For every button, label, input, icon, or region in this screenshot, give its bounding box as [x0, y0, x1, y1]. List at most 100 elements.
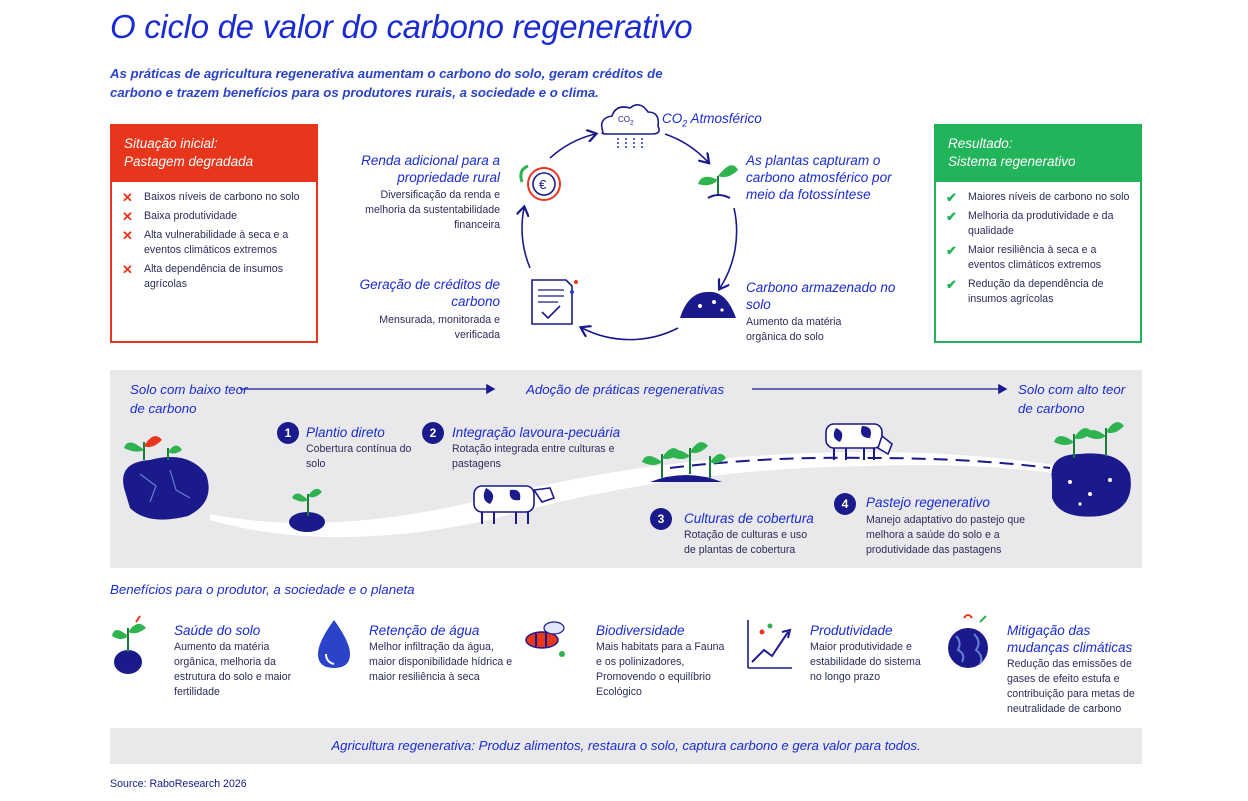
- step-number: 2: [422, 422, 444, 444]
- step-text: Rotação integrada entre culturas e pasta…: [452, 443, 615, 470]
- initial-item: ✕ Baixos níveis de carbono no solo: [122, 190, 306, 205]
- cycle-arrow: [549, 134, 595, 159]
- income-title: Renda adicional para a propriedade rural: [361, 153, 500, 185]
- cross-icon: ✕: [122, 262, 133, 277]
- soil-icon: [680, 291, 736, 318]
- cycle-arrow: [720, 207, 738, 288]
- benefit-title: Saúde do solo: [174, 623, 261, 638]
- step-text: Rotação de culturas e uso de plantas de …: [684, 529, 808, 556]
- co2-atmospheric-label: CO2 Atmosférico: [662, 110, 762, 133]
- result-item-text: Melhoria da produtividade e da qualidade: [968, 210, 1114, 237]
- result-item: ✔ Melhoria da produtividade e da qualidad…: [946, 209, 1130, 239]
- degraded-soil-icon: [123, 436, 209, 520]
- check-icon: ✔: [946, 190, 957, 205]
- source-note: Source: RaboResearch 2026: [110, 778, 247, 790]
- crops-icon: [642, 442, 726, 482]
- document-icon: [531, 279, 578, 325]
- cross-icon: ✕: [122, 190, 133, 205]
- result-item-text: Maior resiliência à seca e a eventos cli…: [968, 244, 1102, 271]
- initial-item-text: Alta dependência de insumos agrícolas: [144, 263, 283, 290]
- co2-suffix: Atmosférico: [687, 111, 762, 126]
- benefit-text: Melhor infiltração da água, maior dispon…: [369, 641, 513, 683]
- benefit-text: Redução das emissões de gases de efeito …: [1007, 658, 1135, 715]
- stored-text: Aumento da matéria orgânica do solo: [746, 316, 842, 343]
- co2-sub: 2: [682, 118, 688, 129]
- path-road: [210, 452, 1060, 537]
- cloud-icon: [600, 104, 660, 150]
- step-number: 3: [650, 508, 672, 530]
- benefits-title: Benefícios para o produtor, a sociedade …: [110, 582, 415, 597]
- capture-label: As plantas capturam o carbono atmosféric…: [746, 153, 892, 202]
- result-head-line2: Sistema regenerativo: [948, 154, 1076, 169]
- stored-title: Carbono armazenado no solo: [746, 280, 896, 312]
- path-line: [669, 456, 1051, 469]
- initial-head-line1: Situação inicial:: [124, 136, 218, 151]
- cloud-co2-label: CO2: [618, 115, 634, 127]
- result-item-text: Maiores níveis de carbono no solo: [968, 191, 1130, 203]
- result-item-text: Redução da dependência de insumos agríco…: [968, 278, 1104, 305]
- check-icon: ✔: [946, 209, 957, 224]
- cycle-arrow: [522, 208, 531, 269]
- step-title: Integração lavoura-pecuária: [452, 425, 621, 440]
- initial-item-text: Baixos níveis de carbono no solo: [144, 191, 300, 203]
- seedling-icon: [698, 165, 738, 199]
- result-head-line1: Resultado:: [948, 136, 1013, 151]
- coin-icon: €: [519, 164, 561, 201]
- globe-icon: [948, 614, 988, 668]
- carbon-cycle-diagram: €: [500, 104, 738, 341]
- result-item: ✔ Maiores níveis de carbono no solo: [946, 190, 1130, 205]
- cycle-arrow: [582, 328, 679, 341]
- healthy-soil-icon: [1051, 422, 1131, 517]
- sprout-icon: [289, 488, 325, 532]
- benefit-text: Maior produtividade e estabilidade do si…: [810, 641, 921, 683]
- benefit-icons: [112, 614, 988, 674]
- benefit-text: Mais habitats para a Fauna e os poliniza…: [596, 641, 725, 698]
- benefit-title: Biodiversidade: [596, 623, 685, 638]
- band-graphics: [123, 383, 1131, 537]
- benefit-text: Aumento da matéria orgânica, melhoria da…: [174, 641, 292, 698]
- initial-item-text: Alta vulnerabilidade à seca e a eventos …: [144, 229, 289, 256]
- initial-situation-box: Situação inicial: Pastagem degradada ✕ Ba…: [110, 124, 318, 343]
- cow-icon: [473, 485, 556, 524]
- benefit-title: Mitigação das mudanças climáticas: [1007, 623, 1133, 655]
- step-title: Plantio direto: [306, 425, 385, 440]
- svg-text:€: €: [539, 177, 547, 192]
- initial-item-text: Baixa produtividade: [144, 210, 238, 222]
- result-item: ✔ Maior resiliência à seca e a eventos cl…: [946, 243, 1130, 273]
- step-number: 1: [277, 422, 299, 444]
- cross-icon: ✕: [122, 209, 133, 224]
- step-text: Manejo adaptativo do pastejo que melhora…: [866, 514, 1026, 556]
- cloud-co2-sub: 2: [630, 119, 634, 127]
- benefit-title: Produtividade: [810, 623, 893, 638]
- initial-head-line2: Pastagem degradada: [124, 154, 254, 169]
- credits-title: Geração de créditos de carbono: [359, 277, 500, 309]
- cloud-co2-text: CO: [618, 115, 630, 124]
- cycle-arrow: [664, 133, 708, 162]
- credits-text: Mensurada, monitorada e verificada: [379, 314, 500, 341]
- result-box: Resultado: Sistema regenerativo ✔ Maiores…: [934, 124, 1142, 343]
- practices-band: [110, 370, 1142, 568]
- step-title: Culturas de cobertura: [684, 511, 814, 526]
- page-subtitle: As práticas de agricultura regenerativa …: [110, 66, 663, 100]
- benefit-title: Retenção de água: [369, 623, 480, 638]
- page-title: O ciclo de valor do carbono regenerativo: [110, 8, 693, 45]
- band-center-label: Adoção de práticas regenerativas: [526, 382, 725, 397]
- band-right-label: Solo com alto teor de carbono: [1018, 382, 1126, 416]
- check-icon: ✔: [946, 243, 957, 258]
- initial-item: ✕ Baixa produtividade: [122, 209, 306, 224]
- step-number: 4: [834, 493, 856, 515]
- initial-item: ✕ Alta dependência de insumos agrícolas: [122, 262, 306, 292]
- income-text: Diversificação da renda e melhoria da su…: [365, 189, 500, 231]
- grazing-cow-icon: [825, 423, 893, 460]
- footer-banner: Agricultura regenerativa: Produz aliment…: [110, 728, 1142, 764]
- result-item: ✔Redução da dependência de insumos agríc…: [946, 277, 1130, 307]
- initial-item: ✕Alta vulnerabilidade à seca e a eventos…: [122, 228, 306, 258]
- initial-situation-header: Situação inicial: Pastagem degradada: [112, 126, 316, 182]
- step-text: Cobertura contínua do solo: [306, 443, 412, 470]
- band-left-label: Solo com baixo teor de carbono: [130, 382, 248, 416]
- result-header: Resultado: Sistema regenerativo: [936, 126, 1140, 182]
- growth-chart-icon: [747, 620, 792, 669]
- step-title: Pastejo regenerativo: [866, 495, 990, 510]
- soil-health-icon: [112, 615, 146, 674]
- co2-prefix: CO: [662, 111, 683, 126]
